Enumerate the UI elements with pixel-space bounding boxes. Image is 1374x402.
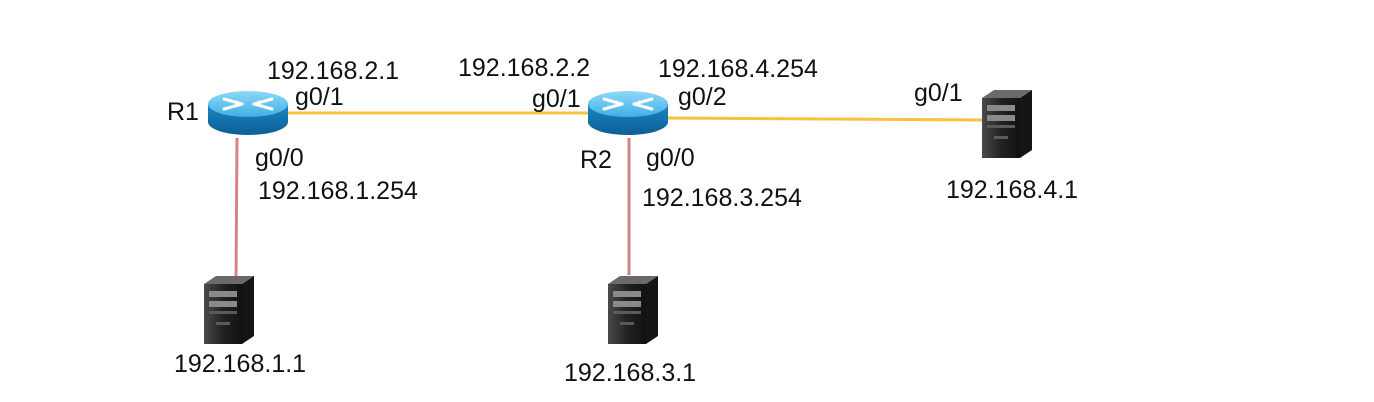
pc3-ip: 192.168.3.1 xyxy=(564,359,696,387)
r1-g0-1-port: g0/1 xyxy=(295,83,344,111)
r2-g0-0-ip: 192.168.3.254 xyxy=(642,184,802,212)
r2-g0-2-ip: 192.168.4.254 xyxy=(658,55,818,83)
server-pc4-icon[interactable] xyxy=(982,90,1032,158)
router-r2-icon[interactable] xyxy=(586,89,670,137)
server-pc3-icon[interactable] xyxy=(608,276,658,344)
r2-name: R2 xyxy=(580,146,612,174)
r2-g0-2-port: g0/2 xyxy=(678,83,727,111)
server-pc1-icon[interactable] xyxy=(204,276,254,344)
r2-g0-1-port: g0/1 xyxy=(532,85,581,113)
pc4-g0-1-port: g0/1 xyxy=(914,79,963,107)
router-r1-icon[interactable] xyxy=(206,89,290,137)
pc1-ip: 192.168.1.1 xyxy=(174,350,306,378)
r1-g0-1-ip: 192.168.2.1 xyxy=(267,57,399,85)
r2-g0-1-ip: 192.168.2.2 xyxy=(458,54,590,82)
r1-g0-0-port: g0/0 xyxy=(255,144,304,172)
r1-g0-0-ip: 192.168.1.254 xyxy=(258,177,418,205)
r1-name: R1 xyxy=(167,98,199,126)
link-r1-pc1 xyxy=(234,137,239,284)
pc4-ip: 192.168.4.1 xyxy=(946,176,1078,204)
r2-g0-0-port: g0/0 xyxy=(646,144,695,172)
link-r2-pc4 xyxy=(667,116,986,122)
